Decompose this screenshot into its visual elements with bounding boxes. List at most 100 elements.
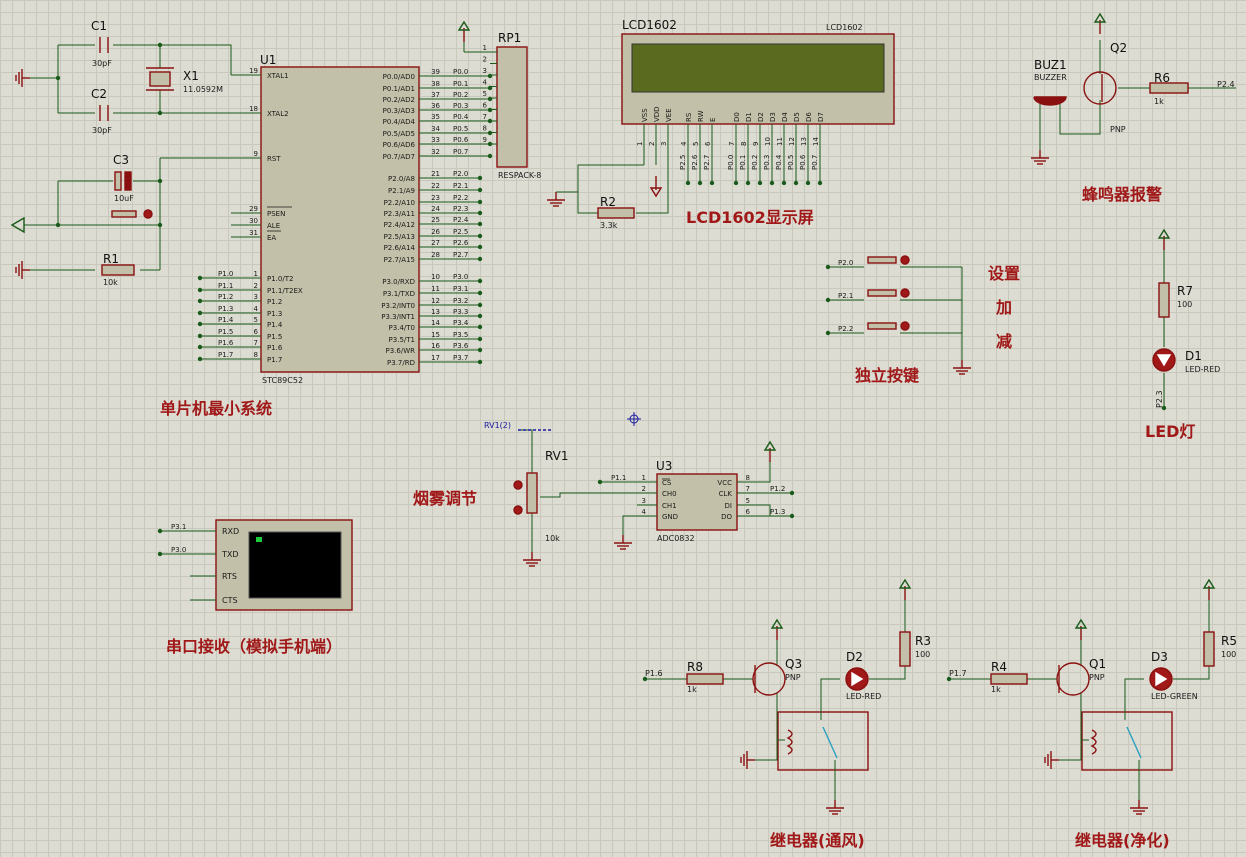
u1-pin-name: P1.4 [267,321,283,329]
junction-dot [709,180,715,186]
junction-dot [477,302,483,308]
mcu-u1-body[interactable] [260,66,420,373]
u3-net: P1.3 [770,508,785,516]
u1-pin-num: 28 [431,251,440,259]
relay-purify-body[interactable] [1081,711,1173,771]
junction-dot [825,264,831,270]
u1-net-label: P3.3 [453,308,468,316]
key-button-dot [900,288,910,298]
terminal-cursor [256,537,262,542]
lcd-ref: LCD1602 [622,18,677,32]
u1-pin-num: 8 [254,351,258,359]
junction-dot [197,310,203,316]
lcd-pin-name: RS [685,112,693,122]
rp1-pin-num: 4 [483,79,488,87]
relay-ventilation-body[interactable] [777,711,869,771]
r6-net: P2.4 [1217,80,1235,89]
lcd-pin-name: D0 [733,112,741,122]
u1-pin-num: 26 [431,228,440,236]
led-r-wire [869,666,906,680]
lcd-pin-num: 5 [692,142,700,146]
u3-pin-name: GND [662,513,678,521]
adc0832-body[interactable] [656,473,738,531]
resistor-r5 [1203,631,1215,667]
u1-pin-name: P2.6/A14 [384,244,416,252]
resistor-r7 [1158,282,1170,318]
lcd-net-label: P0.3 [763,155,771,170]
r6-ref: R6 [1154,71,1170,85]
u1-ref: U1 [260,53,276,67]
x1-val: 11.0592M [183,85,223,94]
junction-dot [757,180,763,186]
lcd-pin-num: 8 [740,142,748,146]
c1-wire2 [113,44,232,75]
u1-net-label: P2.5 [453,228,468,236]
u1-pin-num: 38 [431,80,440,88]
u1-pin-name: P3.6/WR [386,347,416,355]
junction-dot [697,180,703,186]
c2-val: 30pF [92,126,112,135]
r5-ref: R5 [1221,634,1237,648]
lcd-net-label: P2.5 [679,155,687,170]
d1-net: P2.3 [1155,390,1164,408]
junction-dot [487,96,493,102]
terminal-screen [248,531,342,599]
junction-dot [477,347,483,353]
u1-pin-name: P3.2/INT0 [381,302,415,310]
label-buzzer: 蜂鸣器报警 [1082,185,1162,204]
lcd-pin-num: 11 [776,137,784,146]
u1-pin-num: 39 [431,68,440,76]
transistor-q3 [752,662,786,696]
u1-p1-net: P1.4 [218,316,234,324]
lcd-pin-name: VEE [665,108,673,122]
lcd-net-label: P0.7 [811,155,819,170]
r4-ref: R4 [991,660,1007,674]
relay-coil [1090,729,1097,755]
u1-pin-num: 2 [254,282,258,290]
rv1-val: 10k [545,534,560,543]
u1-pin-num: 22 [431,182,440,190]
u1-p1-net: P1.6 [218,339,234,347]
rv1-probe [518,429,533,473]
junction-dot [477,278,483,284]
respack-rp1-body[interactable] [496,46,528,168]
r8-ref: R8 [687,660,703,674]
u1-pin-num: 12 [431,297,440,305]
u1-pin-name: P1.7 [267,356,282,364]
junction-dot [477,221,483,227]
u1-pin-name: P2.4/A12 [384,221,415,229]
junction-dot [197,298,203,304]
u3-power [763,440,777,451]
serial-net: P3.1 [171,523,186,531]
resistor-r3 [899,631,911,667]
u1-pin-name: P2.0/A8 [388,175,415,183]
rp1-ref: RP1 [498,31,521,45]
u3-pin-num: 3 [642,497,646,505]
u1-pin-num: 15 [431,331,440,339]
junction-dot [793,180,799,186]
label-mcu-system: 单片机最小系统 [160,399,272,418]
key-switch [867,256,897,264]
junction-dot [487,153,493,159]
c3-val: 10uF [114,194,134,203]
potentiometer-rv1 [526,472,538,514]
r6-val: 1k [1154,97,1164,106]
u1-pin-num: 24 [431,205,440,213]
lcd-pin-num: 12 [788,137,796,146]
rp1-pin-num: 1 [483,44,487,52]
u1-pin-name: P3.3/INT1 [381,313,415,321]
lcd-pin-num: 13 [800,137,808,146]
d3-part: LED-GREEN [1151,692,1198,701]
u1-pin-name: P1.5 [267,333,282,341]
label-sub: 减 [996,332,1012,351]
junction-dot [685,180,691,186]
relay-gnd [1059,740,1082,761]
q3-power [770,618,784,629]
u1-pin-name: XTAL1 [267,72,289,80]
relay-led-wire [820,678,840,720]
u1-net-label: P0.7 [453,148,468,156]
led-symbol [1155,671,1168,687]
junction-dot [781,180,787,186]
